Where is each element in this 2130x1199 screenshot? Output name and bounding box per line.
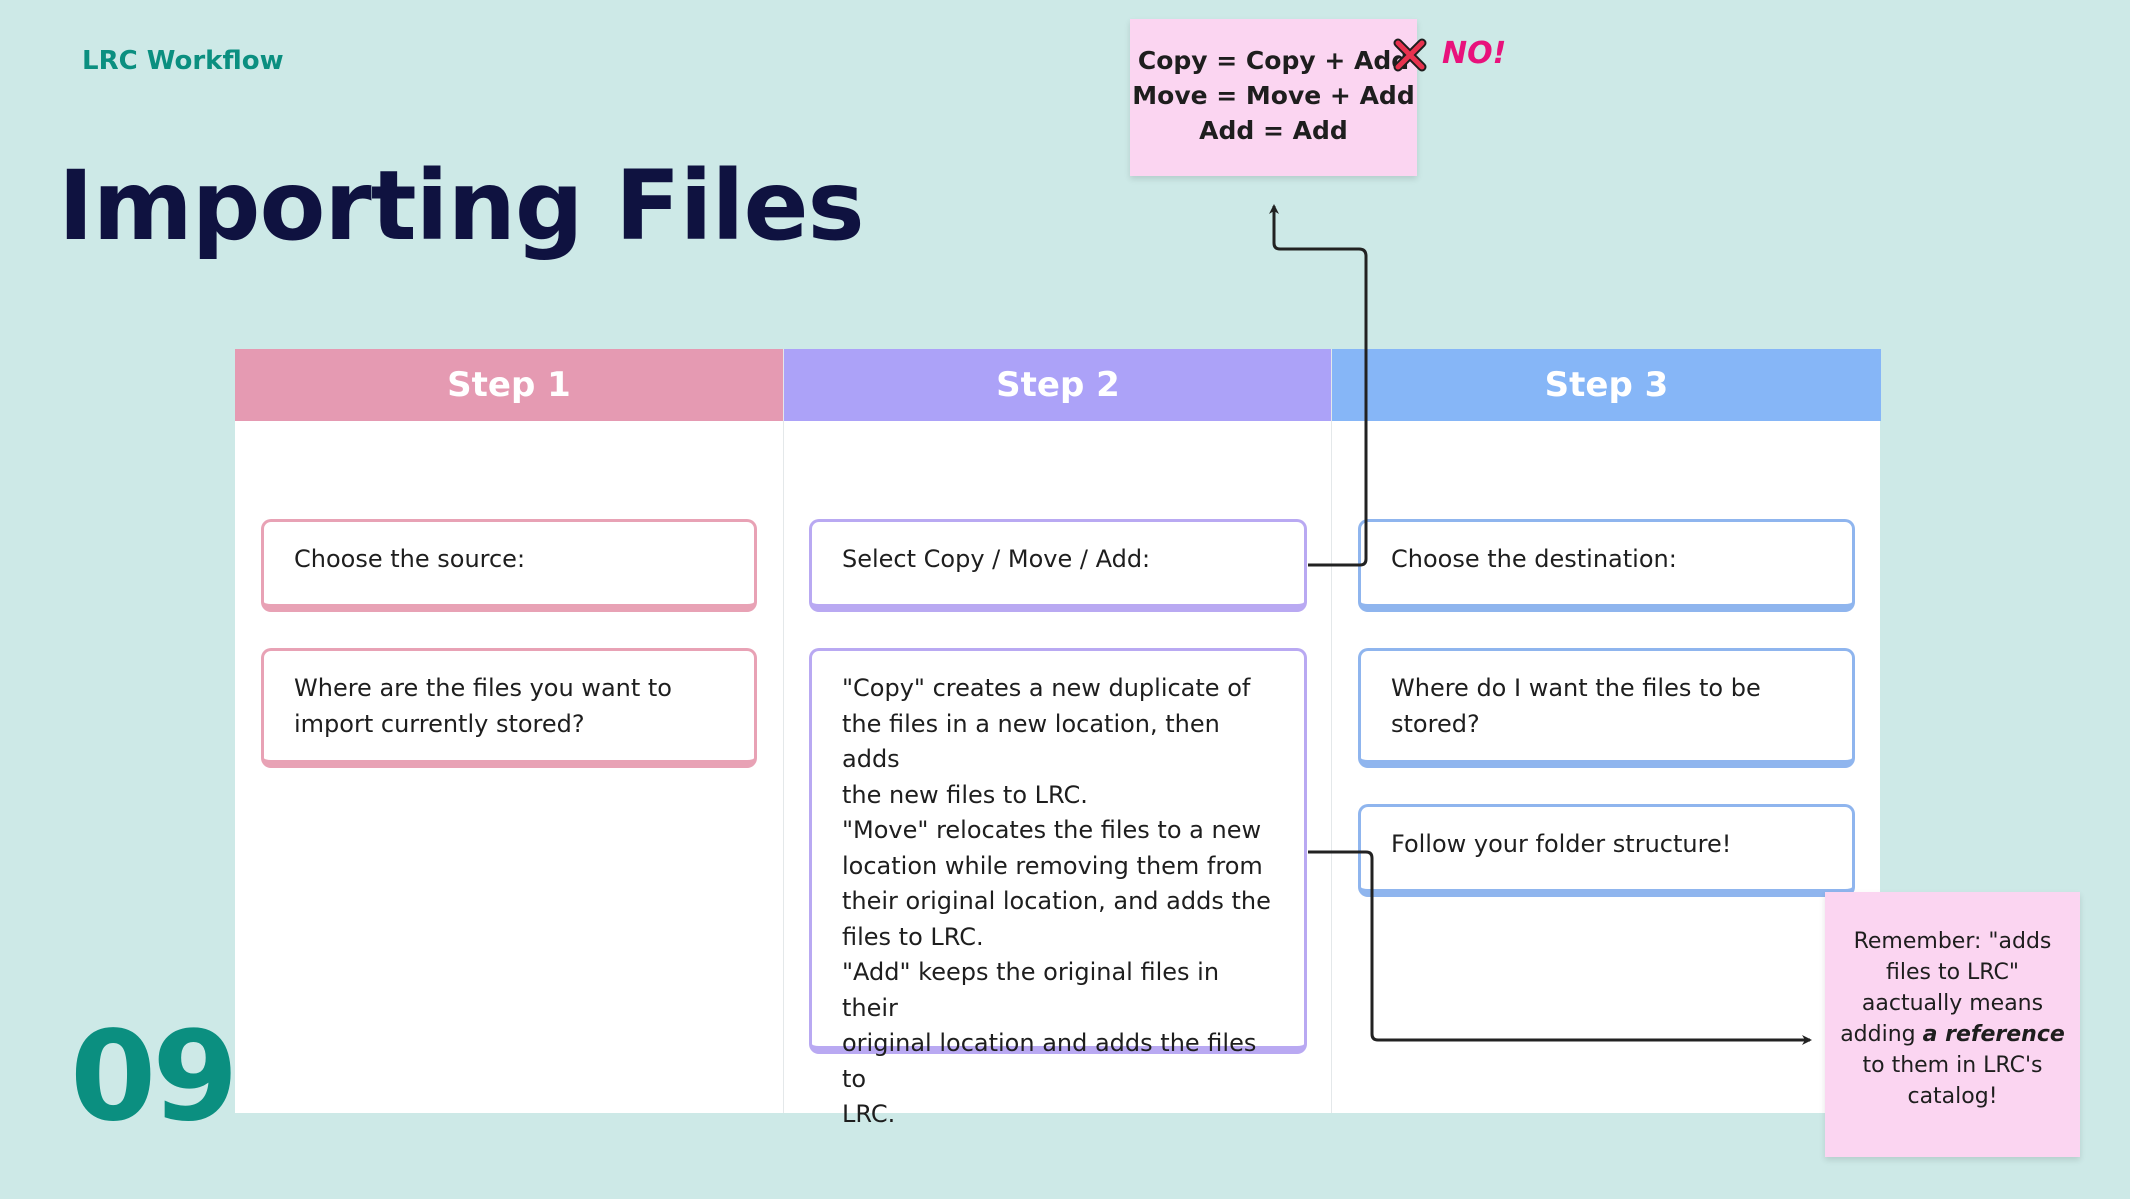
step-2-column: Step 2 Select Copy / Move / Add: "Copy" … <box>783 349 1332 1128</box>
no-annotation: NO! <box>1442 36 1507 71</box>
step-1-column: Step 1 Choose the source: Where are the … <box>235 349 783 1113</box>
formula-line-add: Add = Add <box>1199 116 1348 145</box>
reminder-note: Remember: "adds files to LRC" aactually … <box>1825 892 2080 1157</box>
arrow-select-to-note <box>1269 204 1368 567</box>
step-2-card-explanation: "Copy" creates a new duplicate of the fi… <box>809 648 1307 1128</box>
step-2-card-select: Select Copy / Move / Add: <box>809 519 1307 612</box>
step-1-heading: Step 1 <box>235 349 783 421</box>
step-3-card-destination: Choose the destination: <box>1358 519 1855 612</box>
reminder-line-4: adding a reference <box>1837 1019 2068 1050</box>
reminder-line-3: aactually means <box>1861 991 2044 1016</box>
formula-line-copy: Copy = Copy + Add <box>1137 46 1410 75</box>
page-number: 09 <box>70 1005 239 1149</box>
formula-line-move: Move = Move + Add <box>1132 81 1415 110</box>
step-3-column: Step 3 Choose the destination: Where do … <box>1331 349 1881 1113</box>
cross-mark-icon <box>1393 38 1427 72</box>
reminder-line-2: files to LRC" <box>1886 960 2019 985</box>
steps-board: Step 1 Choose the source: Where are the … <box>235 349 1881 1128</box>
arrow-explanation-to-reminder <box>1308 850 1812 1045</box>
step-1-card-question: Where are the files you want to import c… <box>261 648 757 768</box>
brand-label: LRC Workflow <box>82 46 284 76</box>
step-3-card-question: Where do I want the files to be stored? <box>1358 648 1855 768</box>
reminder-emphasis: a reference <box>1922 1022 2065 1047</box>
page-title: Importing Files <box>58 150 865 262</box>
reminder-line-1: Remember: "adds <box>1853 929 2052 954</box>
reminder-line-5: to them in LRC's <box>1862 1053 2043 1078</box>
reminder-line-4-pre: adding <box>1840 1022 1923 1047</box>
formula-note: Copy = Copy + Add Move = Move + Add Add … <box>1130 19 1417 176</box>
step-1-card-source: Choose the source: <box>261 519 757 612</box>
reminder-line-6: catalog! <box>1907 1084 1998 1109</box>
step-2-heading: Step 2 <box>784 349 1332 421</box>
step-3-card-folder: Follow your folder structure! <box>1358 804 1855 897</box>
step-3-heading: Step 3 <box>1332 349 1881 421</box>
